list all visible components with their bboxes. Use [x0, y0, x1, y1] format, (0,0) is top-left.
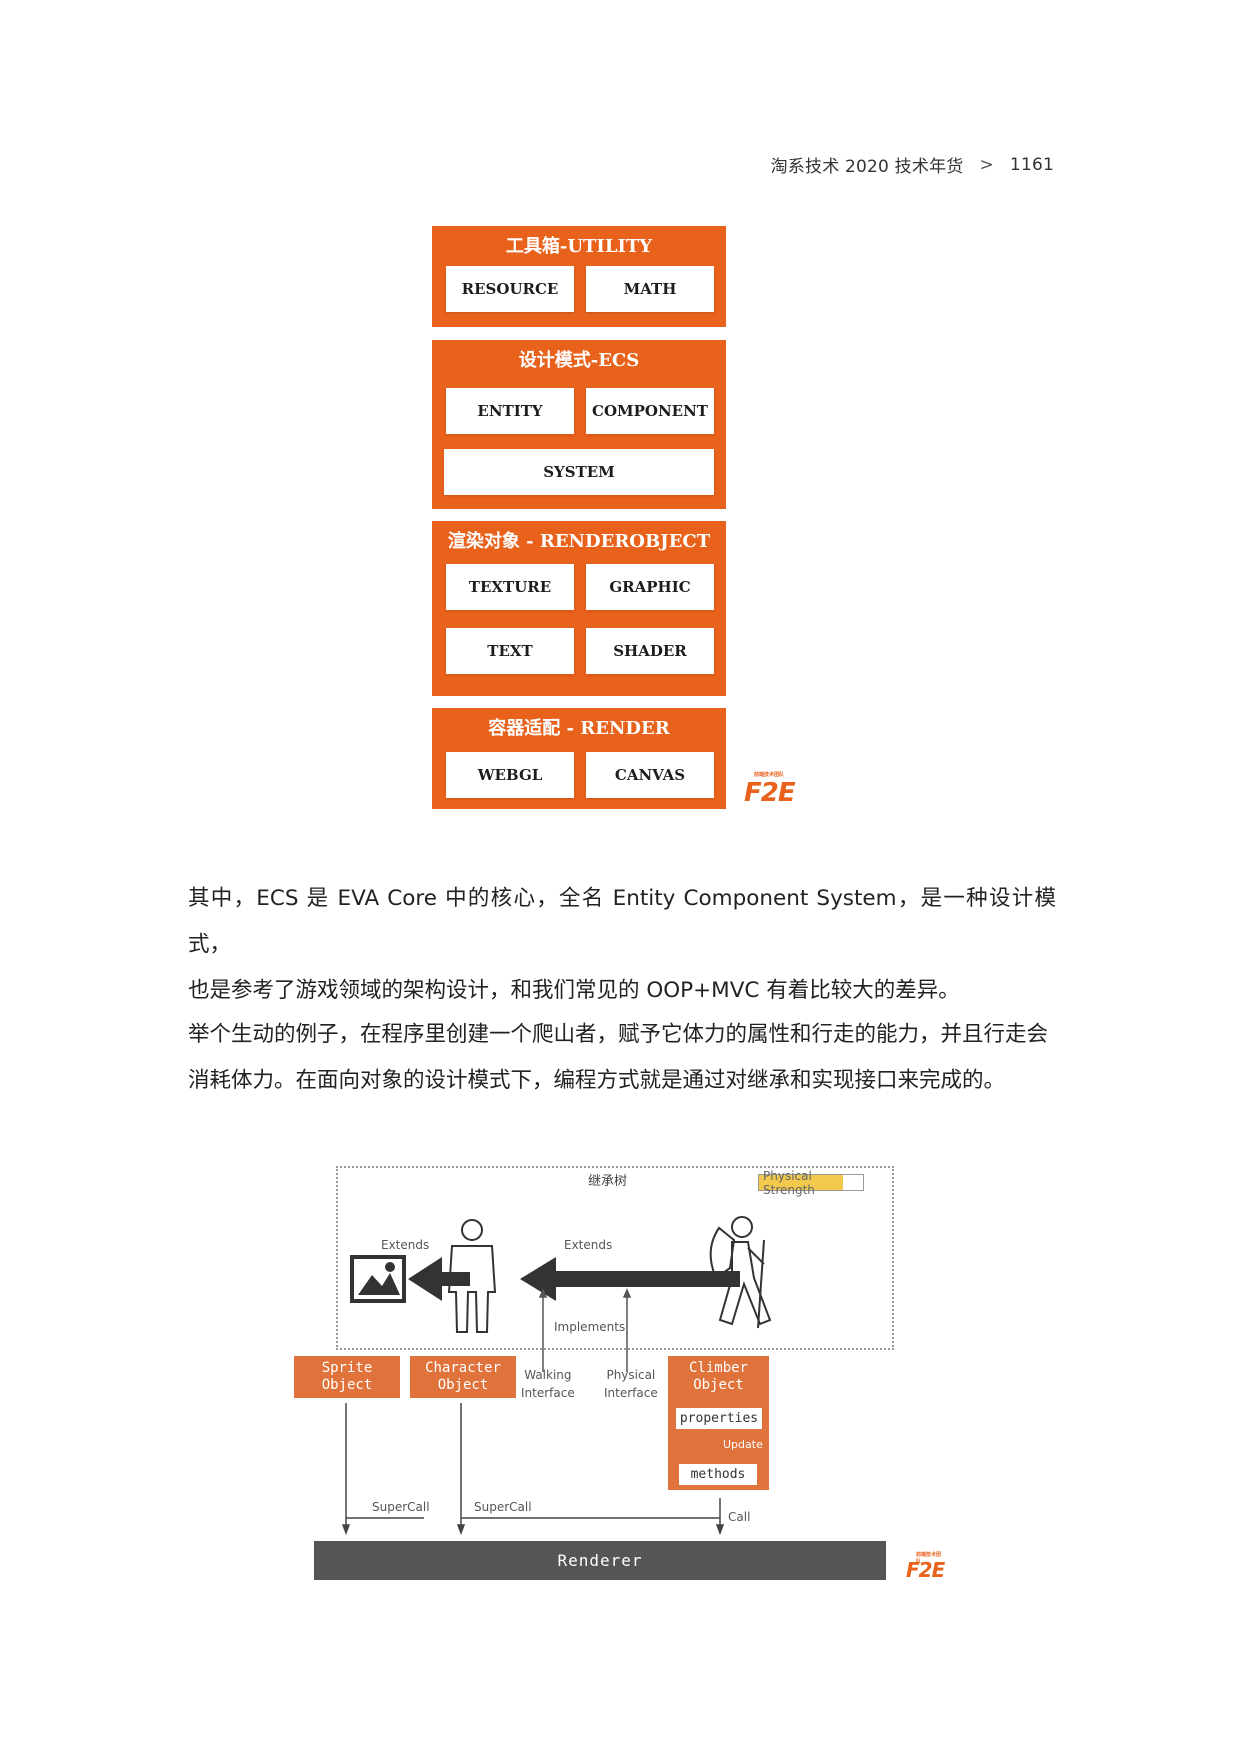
physical-interface-line: Physical: [606, 1368, 656, 1382]
paragraph-ecs-intro: 其中，ECS 是 EVA Core 中的核心，全名 Entity Compone…: [188, 876, 1056, 1014]
math-cell: MATH: [586, 266, 714, 312]
image-icon: [350, 1255, 406, 1303]
resource-cell: RESOURCE: [446, 266, 574, 312]
physical-strength-tag: Physical Strength: [758, 1169, 864, 1197]
graphic-cell: GRAPHIC: [586, 564, 714, 610]
canvas-cell: CANVAS: [586, 752, 714, 798]
page-header: 淘系技术 2020 技术年货 > 1161: [770, 152, 1054, 178]
implements-label: Implements: [554, 1320, 626, 1334]
climber-object-line: Object: [693, 1377, 744, 1393]
walking-interface-line: Walking: [524, 1368, 572, 1382]
shader-cell: SHADER: [586, 628, 714, 674]
render-panel: 容器适配 - RENDER WEBGL CANVAS: [432, 708, 726, 809]
f2e-logo-bottom-text: F2E: [906, 1558, 945, 1582]
renderer-bar: Renderer: [314, 1541, 886, 1580]
utility-title: 工具箱-UTILITY: [505, 236, 653, 257]
call-label: Call: [728, 1510, 751, 1524]
f2e-logo-bottom-subtitle: 前端技术团队: [916, 1552, 942, 1565]
sprite-object-line: Sprite: [321, 1360, 373, 1376]
properties-box: properties: [676, 1408, 762, 1429]
text-cell: TEXT: [446, 628, 574, 674]
ecs-title: 设计模式-ECS: [518, 350, 640, 371]
extends-arrow-long: [520, 1257, 740, 1301]
supercall-label-2: SuperCall: [474, 1500, 532, 1514]
paragraph-line: 消耗体力。在面向对象的设计模式下，编程方式就是通过对继承和实现接口来完成的。: [188, 1068, 1006, 1093]
page-number: 1161: [1009, 154, 1054, 175]
renderobject-panel: 渲染对象 - RENDEROBJECT TEXTURE GRAPHIC TEXT…: [432, 521, 726, 696]
paragraph-line: 举个生动的例子，在程序里创建一个爬山者，赋予它体力的属性和行走的能力，并且行走会: [188, 1022, 1049, 1047]
person-icon: [447, 1219, 497, 1333]
implements-arrows: [538, 1288, 632, 1372]
component-cell: COMPONENT: [586, 388, 714, 434]
methods-box: methods: [679, 1464, 757, 1485]
walking-interface-line: Interface: [521, 1386, 575, 1400]
extends-label-2: Extends: [564, 1238, 613, 1252]
physical-interface-label: Physical Interface: [604, 1366, 658, 1402]
character-object-box: Character Object: [410, 1356, 516, 1398]
system-cell: SYSTEM: [444, 449, 714, 495]
supercall-label-1: SuperCall: [372, 1500, 430, 1514]
f2e-logo-text: F2E: [744, 778, 796, 808]
paragraph-line: 也是参考了游戏领域的架构设计，和我们常见的 OOP+MVC 有着比较大的差异。: [188, 978, 960, 1003]
webgl-cell: WEBGL: [446, 752, 574, 798]
climber-object-line: Climber: [688, 1360, 748, 1376]
hiker-icon: [709, 1216, 772, 1329]
f2e-logo-bottom: 前端技术团队 F2E: [906, 1552, 945, 1582]
entity-cell: ENTITY: [446, 388, 574, 434]
book-title: 淘系技术 2020 技术年货: [770, 157, 964, 177]
renderobject-title: 渲染对象 - RENDEROBJECT: [447, 531, 711, 552]
paragraph-line: 其中，ECS 是 EVA Core 中的核心，全名 Entity Compone…: [188, 886, 1056, 957]
update-label: Update: [723, 1438, 763, 1451]
sprite-object-box: Sprite Object: [294, 1356, 400, 1398]
eva-architecture-diagram: 工具箱-UTILITY RESOURCE MATH 设计模式-ECS ENTIT…: [432, 226, 802, 816]
inheritance-tree-title: 继承树: [588, 1174, 628, 1189]
render-title: 容器适配 - RENDER: [488, 718, 670, 739]
utility-panel: 工具箱-UTILITY RESOURCE MATH: [432, 226, 726, 327]
header-separator: >: [979, 154, 994, 175]
character-object-line: Object: [437, 1377, 489, 1393]
character-object-line: Character: [425, 1360, 501, 1376]
physical-strength-label: Physical Strength: [763, 1168, 815, 1197]
physical-interface-line: Interface: [604, 1386, 658, 1400]
inheritance-tree-box: [336, 1166, 894, 1350]
f2e-logo-subtitle: 前端技术团队: [754, 772, 785, 778]
f2e-logo: 前端技术团队 F2E: [744, 772, 796, 808]
physical-strength-highlight: [759, 1175, 843, 1190]
extends-arrow-short: [408, 1257, 470, 1301]
sprite-object-line: Object: [321, 1377, 373, 1393]
extends-label-1: Extends: [381, 1238, 430, 1252]
ecs-panel: 设计模式-ECS ENTITY COMPONENT SYSTEM: [432, 340, 726, 509]
texture-cell: TEXTURE: [446, 564, 574, 610]
inheritance-graphics: [341, 1216, 772, 1536]
walking-interface-label: Walking Interface: [521, 1366, 575, 1402]
paragraph-climber-example: 举个生动的例子，在程序里创建一个爬山者，赋予它体力的属性和行走的能力，并且行走会…: [188, 1012, 1056, 1104]
inheritance-diagram: 继承树 Physical Strength: [294, 1160, 952, 1590]
